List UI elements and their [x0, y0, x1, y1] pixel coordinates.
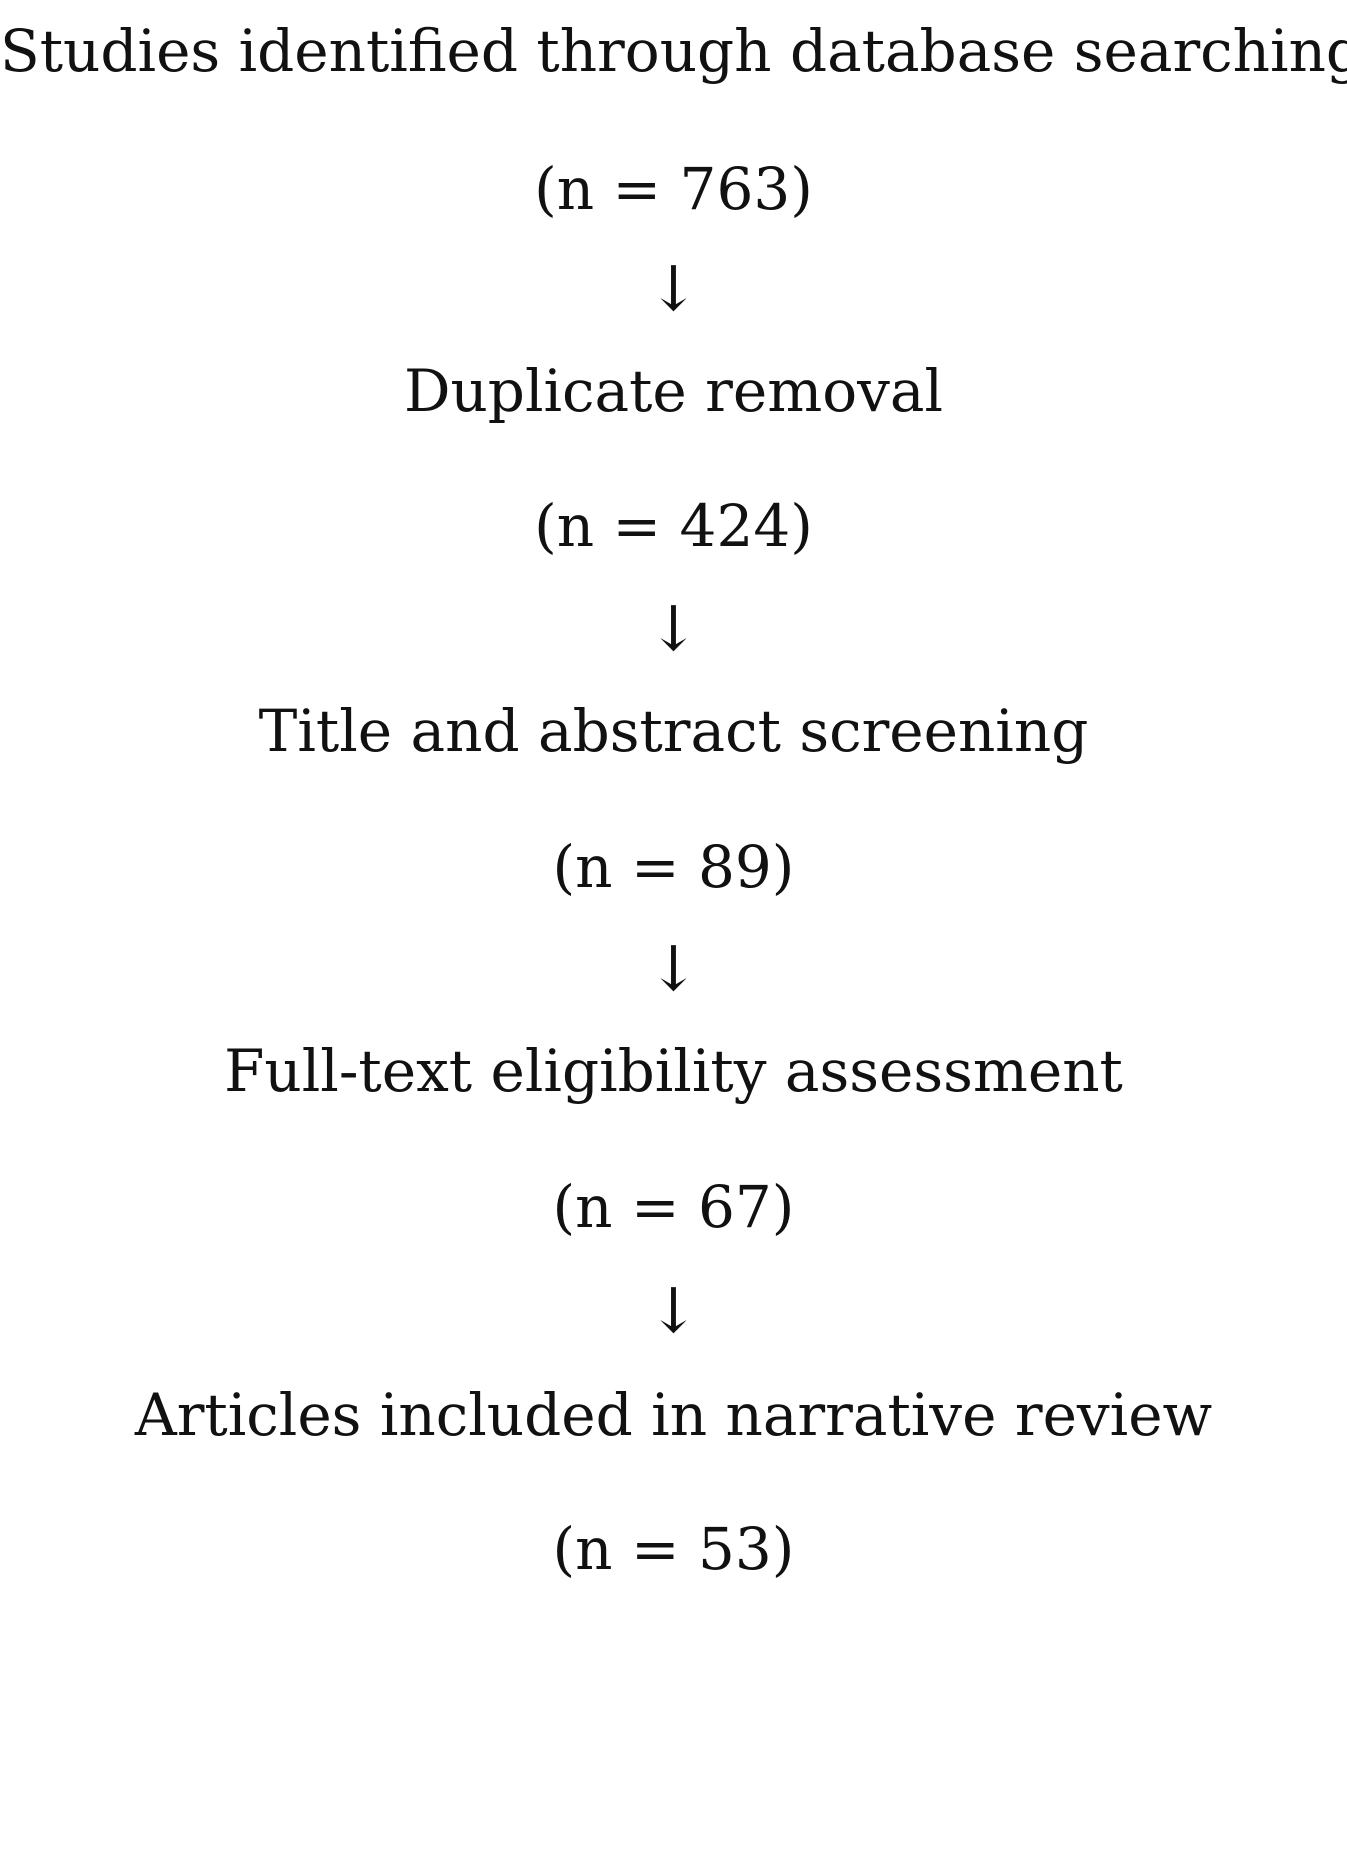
step-2-label: Duplicate removal [403, 357, 944, 425]
arrow-down-icon: ↓ [647, 1274, 700, 1347]
step-1-label: Studies identified through database sear… [0, 17, 1347, 85]
step-5-count: (n = 53) [552, 1515, 795, 1583]
step-4-count: (n = 67) [552, 1173, 795, 1241]
arrow-down-icon: ↓ [647, 592, 700, 665]
step-3-label: Title and abstract screening [258, 697, 1089, 765]
step-2-count: (n = 424) [534, 492, 813, 560]
arrow-down-icon: ↓ [647, 932, 700, 1005]
arrow-down-icon: ↓ [647, 252, 700, 325]
step-4-label: Full-text eligibility assessment [224, 1037, 1123, 1105]
step-5-label: Articles included in narrative review [134, 1381, 1213, 1449]
step-3-count: (n = 89) [552, 833, 795, 901]
step-1-count: (n = 763) [534, 155, 813, 223]
